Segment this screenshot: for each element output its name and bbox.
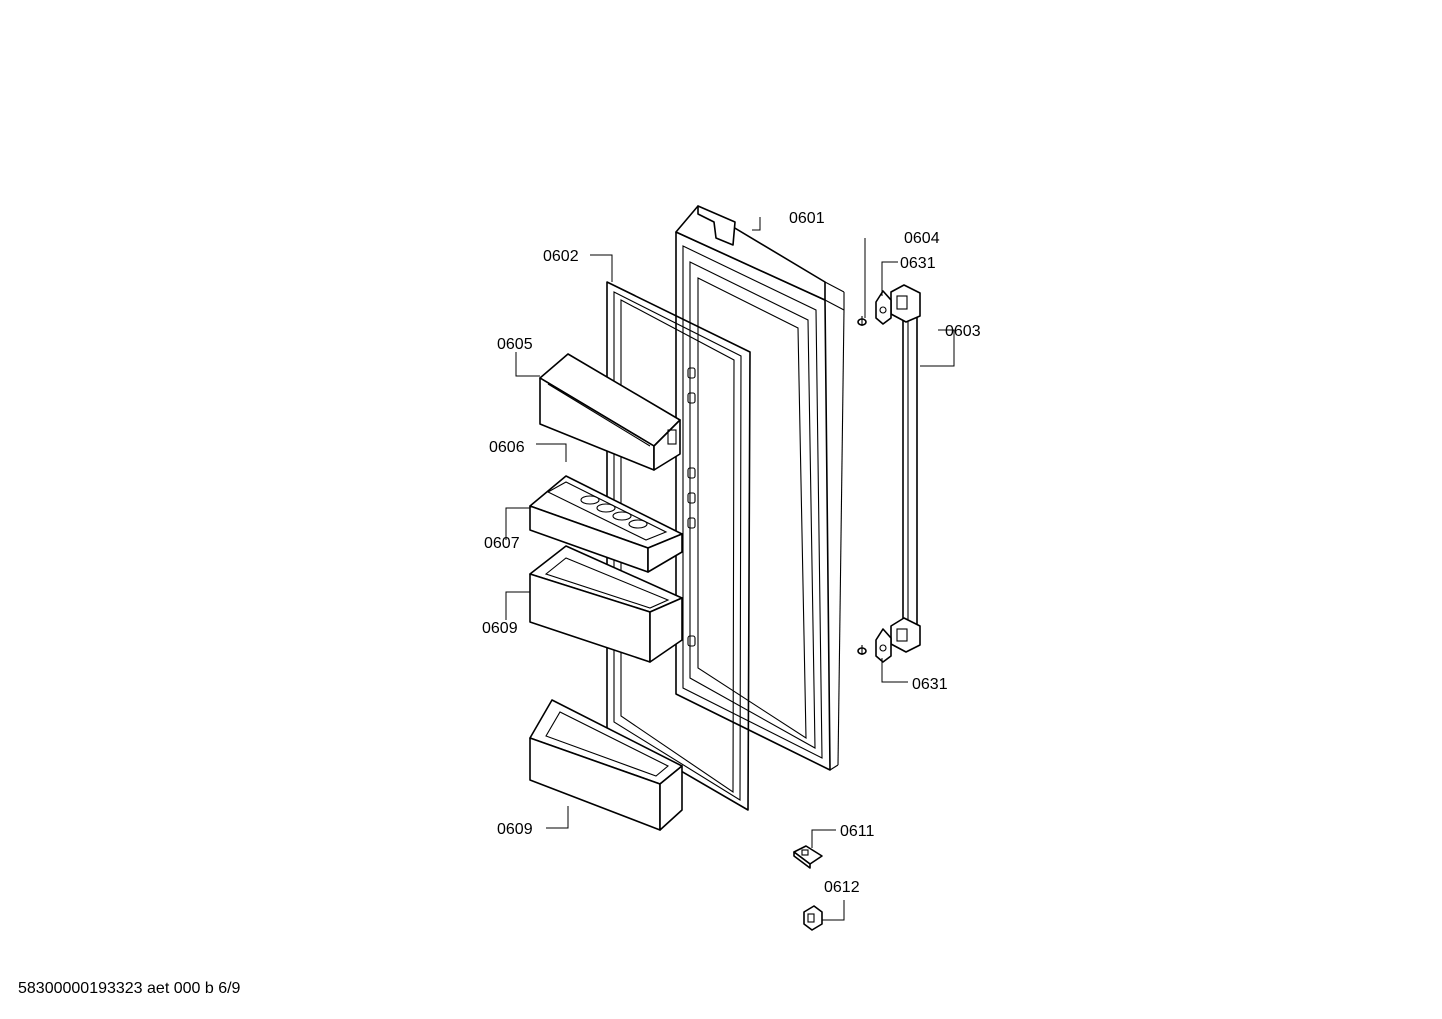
callout-label: 0612 <box>824 879 860 896</box>
callout-label: 0631 <box>900 255 936 272</box>
callout-label: 0609 <box>482 620 518 637</box>
callout-label: 0601 <box>789 210 825 227</box>
hinge-cap-part <box>803 905 823 931</box>
dairy-compartment-part <box>539 353 681 471</box>
callout-label: 0611 <box>840 823 875 840</box>
washer-part <box>875 290 892 663</box>
callout-label: 0605 <box>497 336 533 353</box>
callout-label: 0606 <box>489 439 525 456</box>
callout-label: 0603 <box>945 323 981 340</box>
screw-part <box>857 316 867 655</box>
callout-label: 0609 <box>497 821 533 838</box>
door-bin-lower-part <box>529 699 683 831</box>
callout-label: 0602 <box>543 248 579 265</box>
callout-label: 0631 <box>912 676 948 693</box>
callout-label: 0607 <box>484 535 520 552</box>
leader-lines <box>505 217 955 921</box>
door-panel-part <box>675 205 845 771</box>
door-bin-upper-part <box>529 545 683 663</box>
egg-tray-shelf-part <box>529 475 683 573</box>
door-handle-part <box>890 284 921 653</box>
callout-label: 0604 <box>904 230 940 247</box>
hinge-clip-part <box>793 845 823 869</box>
drawing-reference: 58300000193323 aet 000 b 6/9 <box>18 980 241 997</box>
